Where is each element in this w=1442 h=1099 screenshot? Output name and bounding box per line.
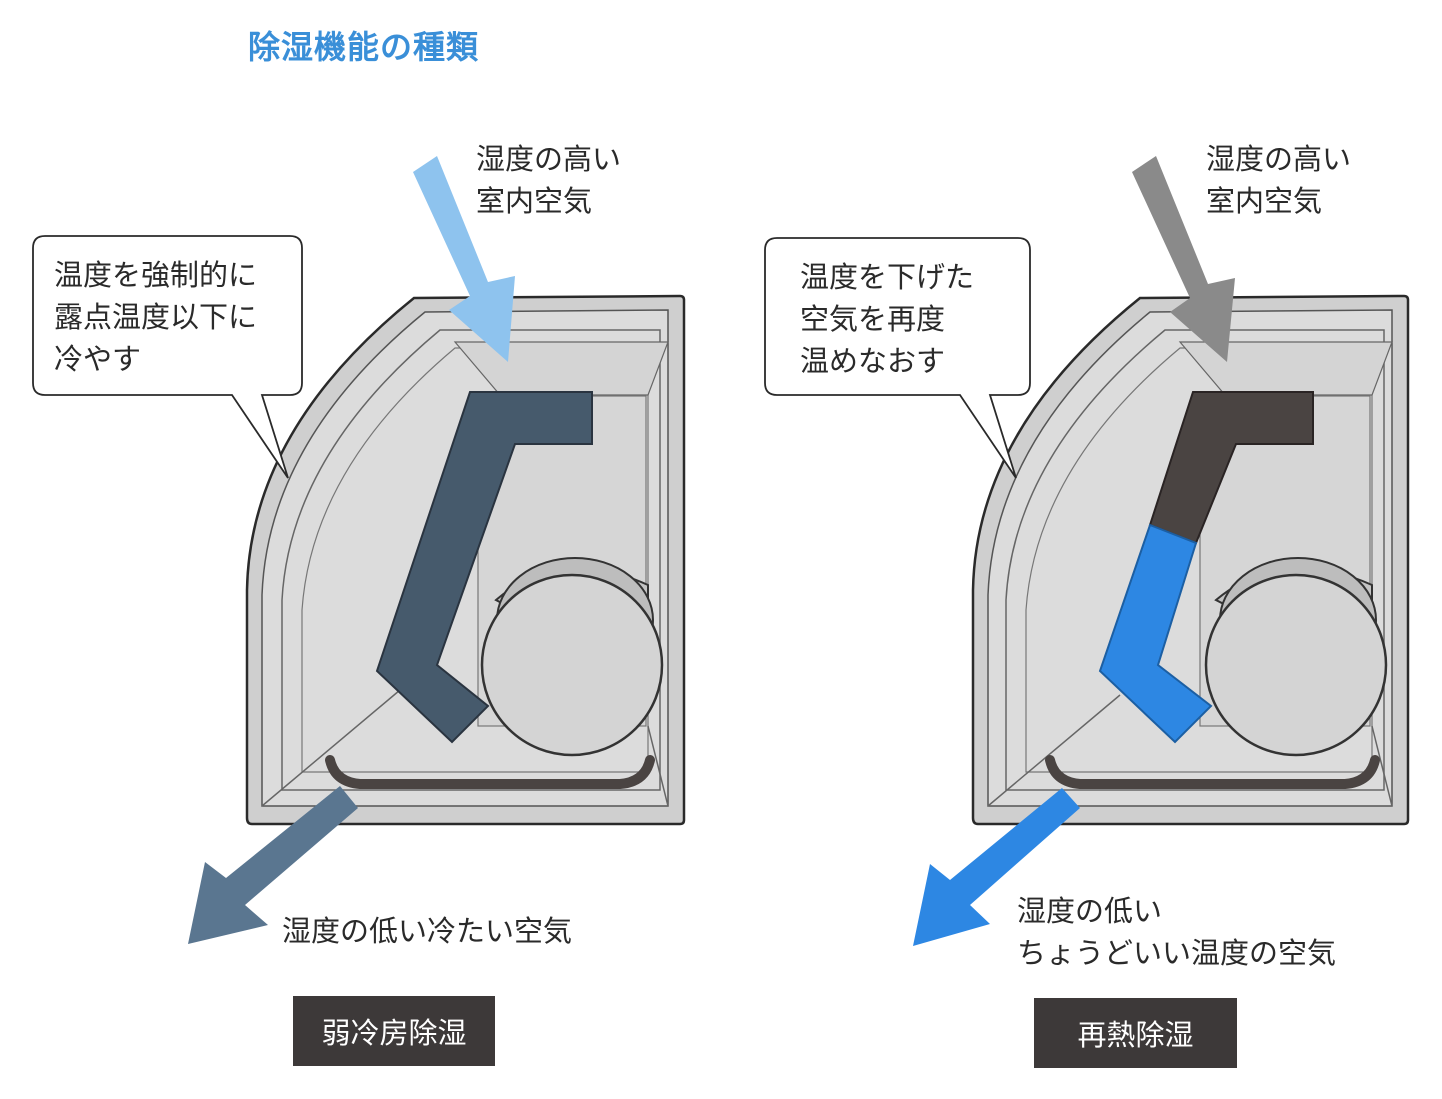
- left-fan: [480, 557, 664, 757]
- right-unit-inner-frame-3: [1025, 347, 1373, 773]
- left-speech-bubble: [32, 235, 303, 479]
- right-fan: [1204, 557, 1388, 757]
- right-inflow-arrow: [1132, 156, 1235, 362]
- left-coil: [375, 391, 593, 744]
- right-drain-tray: [1045, 755, 1380, 789]
- left-unit-inner-frame-2: [281, 329, 661, 791]
- right-inflow-label: 湿度の高い 室内空気: [1206, 142, 1352, 218]
- right-bubble-text: 温度を下げた 空気を再度 温めなおす: [800, 260, 975, 378]
- left-unit-inner-frame-3: [301, 347, 649, 773]
- left-inflow-arrow: [413, 156, 515, 362]
- right-speech-bubble: [764, 237, 1031, 479]
- right-coil-reheat: [1098, 523, 1213, 744]
- left-mode-label: 弱冷房除湿: [293, 996, 495, 1066]
- right-unit-inner-frame-2: [1005, 329, 1385, 791]
- page-title: 除湿機能の種類: [248, 28, 480, 66]
- left-inflow-label: 湿度の高い 室内空気: [476, 142, 622, 218]
- right-unit: [913, 156, 1410, 946]
- left-unit: [188, 156, 686, 944]
- right-outflow-arrow: [913, 788, 1080, 946]
- right-mode-label: 再熱除湿: [1034, 998, 1237, 1068]
- left-outflow-arrow: [188, 786, 358, 944]
- right-outflow-label: 湿度の低い ちょうどいい温度の空気: [1017, 894, 1337, 970]
- right-unit-top-panel: [1178, 341, 1393, 396]
- left-outflow-label: 湿度の低い冷たい空気: [282, 914, 573, 948]
- left-drain-tray: [325, 755, 655, 789]
- left-bubble-text: 温度を強制的に 露点温度以下に 冷やす: [54, 258, 258, 376]
